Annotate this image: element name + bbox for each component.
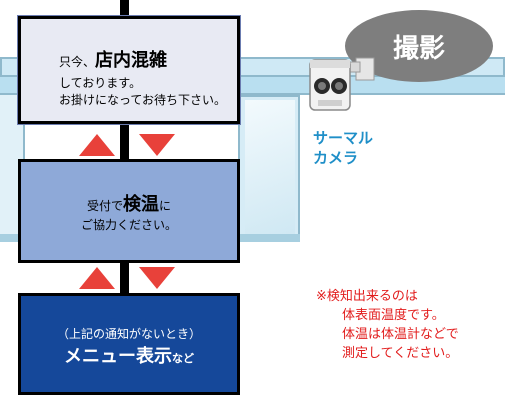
box3-suffix: など	[172, 352, 194, 365]
status-box-temperature: 受付で検温に ご協力ください。	[18, 159, 240, 263]
note-line1: ※検知出来るのは	[316, 289, 418, 304]
connector-top	[120, 0, 129, 18]
camera-label-line2: カメラ	[313, 149, 359, 167]
box1-line2: しております。	[59, 76, 142, 90]
box3-line1: （上記の通知がないとき）	[56, 327, 201, 341]
note-line3: 体温は体温計などで	[342, 327, 459, 342]
box2-emphasis: 検温	[123, 194, 159, 215]
note-line2: 体表面温度です。	[342, 308, 445, 323]
arrow-down-icon	[139, 267, 175, 289]
connector-2-3	[120, 263, 129, 294]
arrow-up-icon	[79, 134, 115, 156]
thermal-camera-icon	[309, 57, 375, 111]
capture-label: 撮影	[392, 34, 445, 64]
box2-prefix: 受付で	[86, 199, 123, 213]
box1-line3: お掛けになってお待ち下さい。	[59, 93, 227, 107]
status-box-crowded: 只今、店内混雑 しております。 お掛けになってお待ち下さい。	[18, 16, 240, 124]
arrow-down-icon	[139, 134, 175, 156]
box2-line2: ご協力ください。	[80, 218, 177, 232]
box1-emphasis: 店内混雑	[95, 50, 168, 71]
status-box-menu: （上記の通知がないとき） メニュー表示など	[18, 293, 240, 395]
note-line4: 測定してください。	[342, 346, 459, 361]
connector-1-2	[120, 124, 129, 160]
disclaimer-note: ※検知出来るのは 体表面温度です。 体温は体温計などで 測定してください。	[316, 287, 459, 363]
arrow-up-icon	[79, 267, 115, 289]
window-glass-reflection	[245, 100, 295, 235]
box3-emphasis: メニュー表示	[64, 346, 172, 367]
box2-suffix: に	[159, 199, 172, 213]
camera-label: サーマル カメラ	[313, 128, 373, 168]
box1-prefix: 只今、	[59, 55, 96, 69]
camera-label-line1: サーマル	[313, 129, 374, 147]
